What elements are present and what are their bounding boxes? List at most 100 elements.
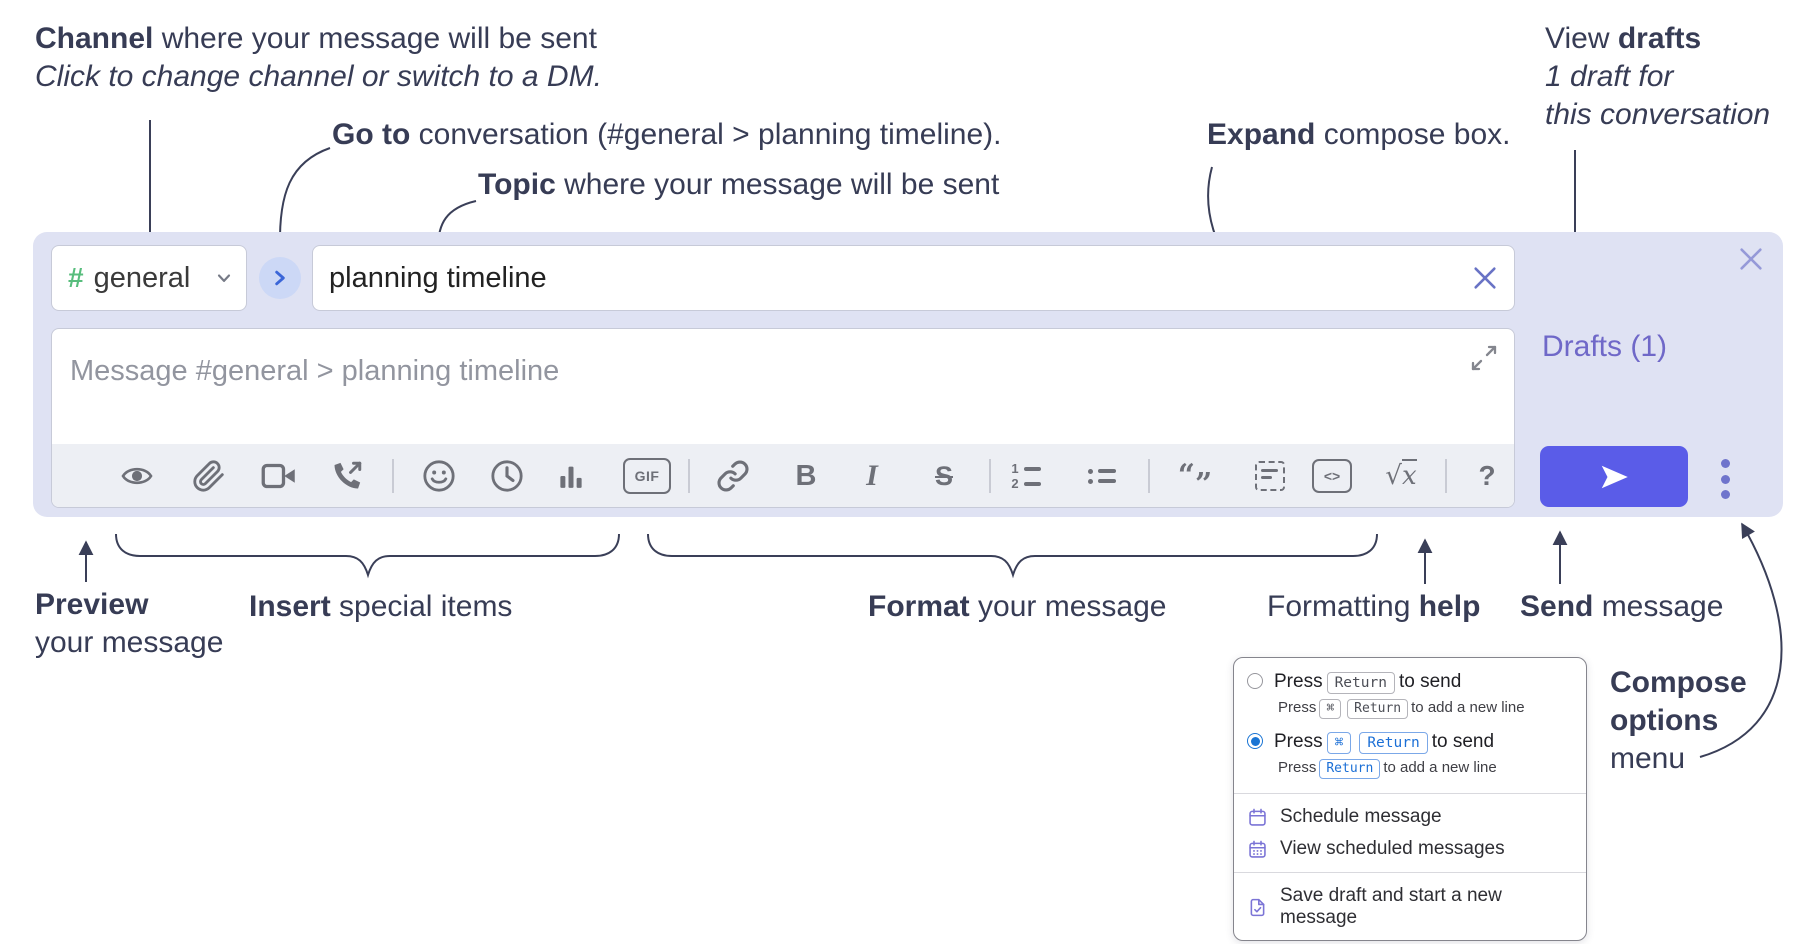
quote-icon: “”: [1177, 458, 1213, 502]
channel-selector[interactable]: # general: [51, 245, 247, 311]
help-annotation: Formatting help: [1267, 590, 1481, 623]
math-icon: √x: [1385, 459, 1417, 491]
spoiler-button[interactable]: [1248, 454, 1292, 498]
add-gif-button[interactable]: GIF: [623, 454, 671, 498]
insert-link-button[interactable]: [711, 454, 755, 498]
menu-divider: [1234, 872, 1586, 873]
go-to-conversation-button[interactable]: [259, 257, 301, 299]
return-key: Return: [1326, 672, 1395, 694]
italic-button[interactable]: I: [850, 454, 894, 498]
smiley-icon: [423, 460, 455, 492]
preview-button[interactable]: [115, 454, 159, 498]
calendar-icon: [1249, 808, 1266, 826]
video-call-button[interactable]: [257, 454, 301, 498]
close-icon: [1474, 267, 1496, 289]
toolbar-divider: [1445, 459, 1447, 493]
ellipsis-dot: [1720, 490, 1730, 499]
attach-file-button[interactable]: [187, 454, 231, 498]
close-compose-button[interactable]: [1737, 244, 1767, 274]
send-annotation: Send message: [1520, 590, 1724, 623]
channel-annotation: Channel where your message will be sent …: [35, 20, 602, 96]
message-textarea[interactable]: [52, 329, 1514, 444]
numbered-list-button[interactable]: 1 2: [1004, 454, 1048, 498]
gif-icon: GIF: [623, 458, 671, 494]
phone-outgoing-icon: [334, 461, 362, 489]
toolbar-divider: [989, 459, 991, 493]
toolbar-divider: [688, 459, 690, 493]
formatting-help-button[interactable]: ?: [1465, 454, 1509, 498]
toolbar-divider: [1148, 459, 1150, 493]
expand-annotation: Expand compose box.: [1207, 118, 1511, 151]
send-button[interactable]: [1540, 446, 1688, 507]
channel-annotation-line2: Click to change channel or switch to a D…: [35, 60, 602, 93]
chevron-right-icon: [275, 270, 285, 286]
radio-checked[interactable]: [1247, 733, 1263, 749]
expand-diagonal-icon: [1471, 345, 1497, 371]
goto-annotation: Go to conversation (#general > planning …: [332, 118, 1002, 151]
topic-annotation: Topic where your message will be sent: [478, 168, 1000, 201]
code-icon: <>: [1312, 459, 1352, 493]
link-icon: [717, 460, 749, 492]
channel-name: general: [93, 261, 191, 294]
insert-annotation: Insert special items: [249, 590, 513, 623]
question-mark-icon: ?: [1478, 460, 1496, 491]
paper-plane-icon: [1601, 465, 1628, 488]
math-button[interactable]: √x: [1379, 454, 1423, 498]
preview-annotation: Preview your message: [35, 588, 224, 659]
cmd-key: ⌘: [1319, 699, 1342, 719]
toolbar-divider: [392, 459, 394, 493]
numbered-list-icon: 1 2: [1011, 462, 1041, 490]
compose-options-button[interactable]: [1712, 459, 1738, 499]
chevron-down-icon: [217, 274, 231, 282]
message-compose-area: GIF B I: [51, 328, 1515, 508]
ellipsis-dot: [1720, 474, 1730, 484]
emoji-button[interactable]: [417, 454, 461, 498]
strikethrough-button[interactable]: S: [922, 454, 966, 498]
calendar-days-icon: [1249, 840, 1266, 858]
ellipsis-dot: [1720, 459, 1730, 468]
add-poll-button[interactable]: [549, 454, 593, 498]
return-key: Return: [1319, 759, 1381, 779]
clock-icon: [491, 460, 523, 492]
return-key: Return: [1359, 732, 1428, 754]
add-global-time-button[interactable]: [485, 454, 529, 498]
topic-input[interactable]: [312, 245, 1515, 311]
drafts-annotation-line1: View drafts: [1545, 22, 1702, 55]
bar-chart-icon: [560, 466, 582, 488]
expand-compose-button[interactable]: [1470, 343, 1500, 373]
cmd-key: ⌘: [1326, 732, 1352, 754]
eye-icon: [121, 467, 153, 485]
compose-options-annotation: Compose options menu: [1610, 666, 1747, 775]
compose-toolbar: GIF B I: [52, 444, 1514, 507]
close-icon: [1740, 248, 1762, 270]
bulleted-list-button[interactable]: [1080, 454, 1124, 498]
channel-annotation-line1: Channel where your message will be sent: [35, 22, 597, 55]
format-annotation: Format your message: [868, 590, 1167, 623]
schedule-message-item[interactable]: Schedule message: [1234, 801, 1586, 833]
radio-unchecked[interactable]: [1247, 673, 1263, 689]
channel-hash-icon: #: [68, 262, 84, 293]
drafts-annotation: View drafts 1 draft for this conversatio…: [1545, 22, 1771, 131]
return-key: Return: [1347, 699, 1409, 719]
save-draft-new-message-item[interactable]: Save draft and start a new message: [1234, 880, 1586, 934]
bulleted-list-icon: [1088, 468, 1116, 484]
menu-divider: [1234, 793, 1586, 794]
drafts-link[interactable]: Drafts (1): [1542, 330, 1668, 363]
file-check-icon: [1250, 898, 1265, 916]
code-button[interactable]: <>: [1310, 454, 1354, 498]
bold-button[interactable]: B: [784, 454, 828, 498]
clear-topic-button[interactable]: [1471, 263, 1501, 293]
quote-button[interactable]: “”: [1173, 454, 1217, 502]
italic-icon: I: [866, 459, 878, 492]
voice-call-button[interactable]: [325, 454, 369, 498]
compose-box: # general: [33, 232, 1783, 517]
view-scheduled-messages-item[interactable]: View scheduled messages: [1234, 833, 1586, 865]
strikethrough-icon: S: [934, 460, 953, 491]
spoiler-icon: [1255, 461, 1285, 491]
